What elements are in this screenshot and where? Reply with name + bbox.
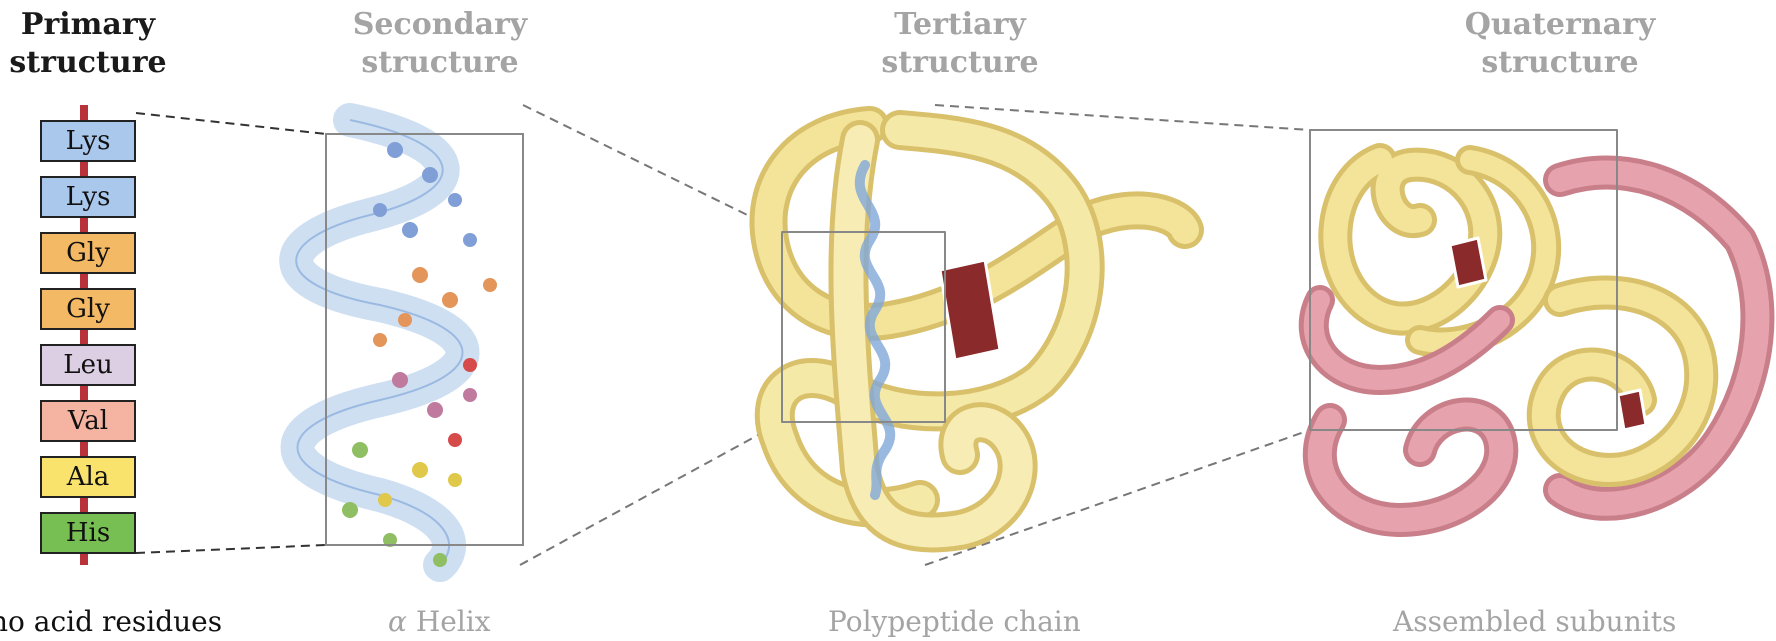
tertiary-caption: Polypeptide chain	[828, 604, 1081, 640]
primary-caption: no acid residues	[0, 604, 222, 640]
residue-box-his: His	[40, 512, 136, 554]
residue-box-lys: Lys	[40, 176, 136, 218]
secondary-caption: α Helix	[388, 604, 491, 640]
quaternary-caption: Assembled subunits	[1393, 604, 1676, 640]
alpha-symbol: α	[388, 605, 407, 638]
residue-box-leu: Leu	[40, 344, 136, 386]
helix-label: Helix	[416, 605, 491, 638]
residue-box-val: Val	[40, 400, 136, 442]
residue-box-lys: Lys	[40, 120, 136, 162]
residue-box-gly: Gly	[40, 232, 136, 274]
alpha-helix-illustration	[296, 120, 523, 567]
polypeptide-chain-illustration	[768, 125, 1185, 533]
assembled-subunits-illustration	[1310, 130, 1757, 520]
residue-box-ala: Ala	[40, 456, 136, 498]
zoom-connector-lines	[136, 113, 326, 553]
residue-box-gly: Gly	[40, 288, 136, 330]
